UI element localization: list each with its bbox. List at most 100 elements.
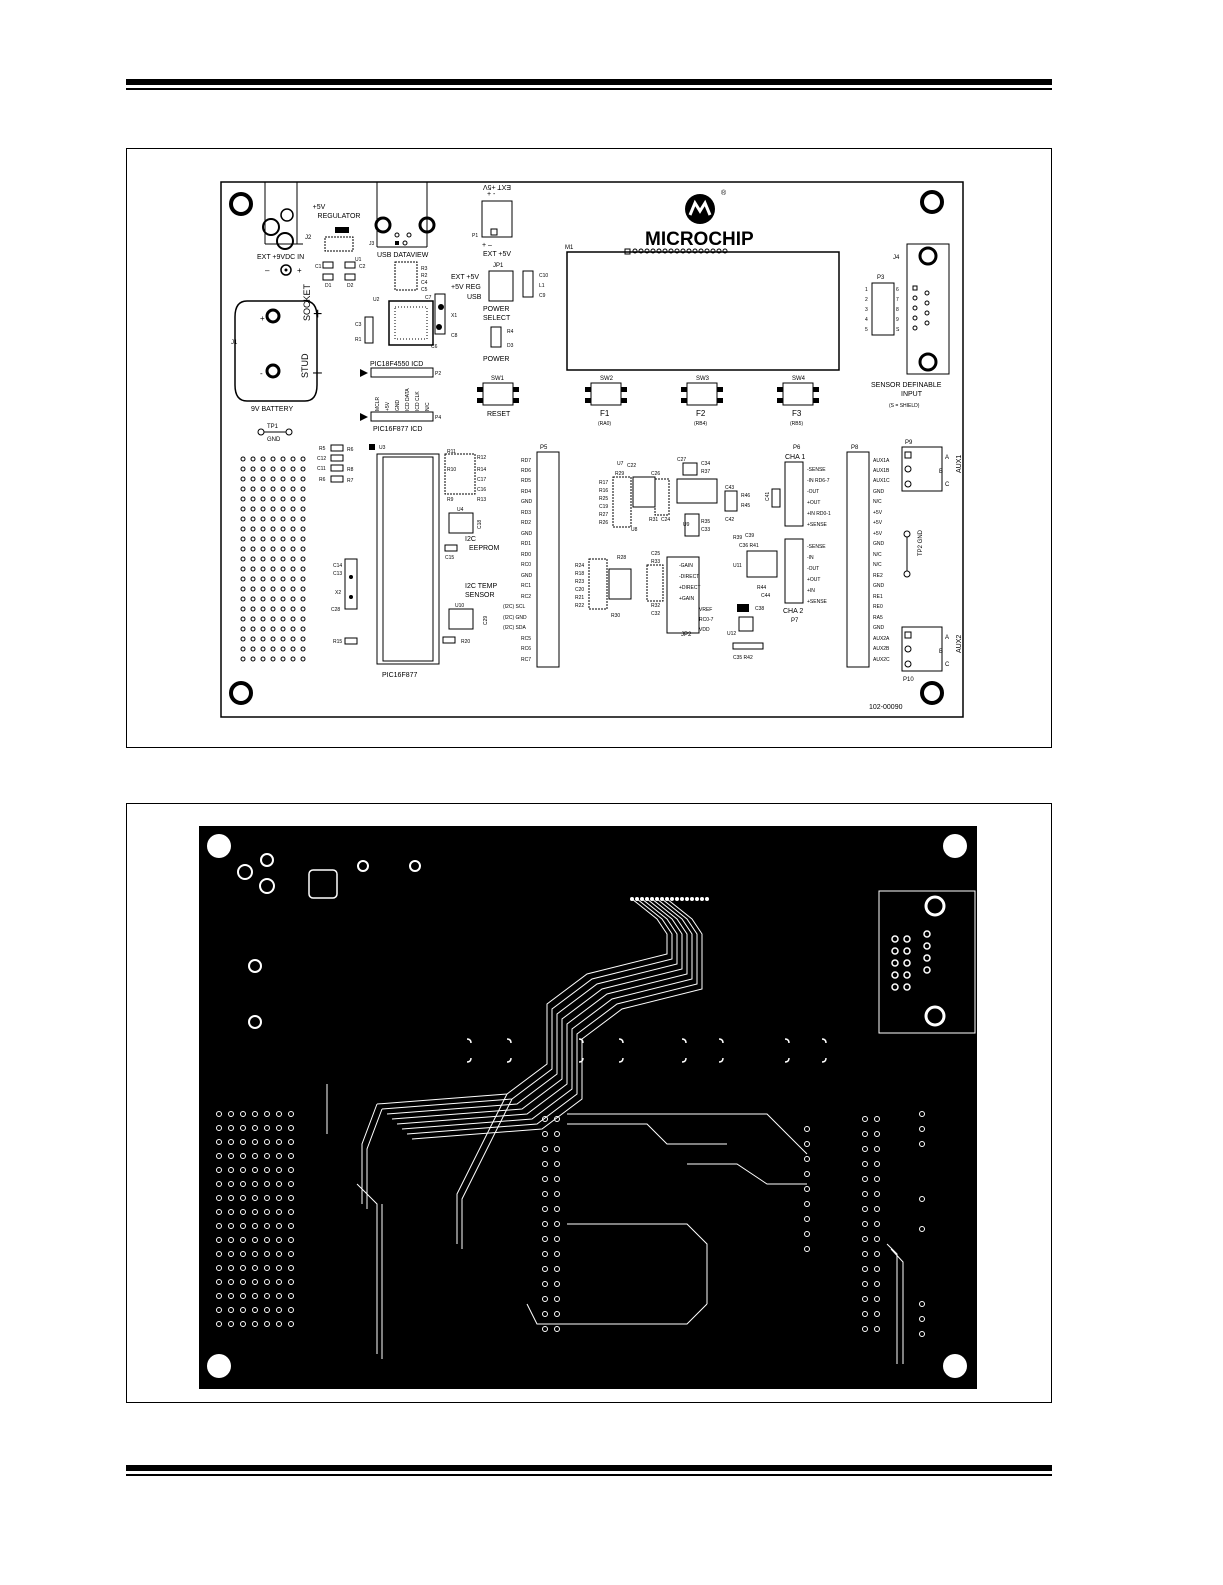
ext-9v-label: EXT +9VDC IN xyxy=(257,254,304,261)
svg-text:-DIRECT: -DIRECT xyxy=(679,574,699,580)
svg-text:R18: R18 xyxy=(575,571,584,577)
svg-text:+OUT: +OUT xyxy=(807,500,820,506)
svg-text:N/C: N/C xyxy=(425,402,431,411)
svg-text:GND: GND xyxy=(267,437,281,443)
svg-text:GND: GND xyxy=(873,625,885,631)
bottom-copper-panel xyxy=(126,803,1052,1403)
svg-text:R45: R45 xyxy=(741,503,750,509)
svg-text:R33: R33 xyxy=(651,559,660,565)
svg-text:X1: X1 xyxy=(451,313,457,319)
svg-text:P7: P7 xyxy=(791,618,799,624)
svg-text:MCLR: MCLR xyxy=(375,396,381,411)
svg-text:R6: R6 xyxy=(319,477,326,483)
svg-text:C29: C29 xyxy=(483,616,489,625)
svg-text:R8: R8 xyxy=(347,467,354,473)
svg-text:U1: U1 xyxy=(355,257,362,263)
svg-text:RD5: RD5 xyxy=(521,478,531,484)
svg-text:R32: R32 xyxy=(651,603,660,609)
svg-text:+GAIN: +GAIN xyxy=(679,596,695,602)
svg-text:GND: GND xyxy=(521,531,533,537)
svg-text:A: A xyxy=(945,455,949,461)
top-silkscreen-drawing: J2 EXT +9VDC IN – + +5V REGULATOR U1 C1 … xyxy=(220,181,964,718)
svg-text:C18: C18 xyxy=(477,520,483,529)
svg-text:(S = SHIELD): (S = SHIELD) xyxy=(889,403,920,409)
svg-text:TP2 GND: TP2 GND xyxy=(918,529,924,556)
svg-text:GND: GND xyxy=(521,499,533,505)
svg-text:RE1: RE1 xyxy=(873,594,883,600)
tp2-gnd: TP2 GND xyxy=(903,529,924,578)
svg-text:(I2C) SCL: (I2C) SCL xyxy=(503,604,525,610)
svg-text:(I2C) SDA: (I2C) SDA xyxy=(503,625,526,631)
regulator-label: +5V xyxy=(313,204,326,211)
svg-text:SW3: SW3 xyxy=(696,376,710,382)
battery-label: 9V BATTERY xyxy=(251,406,293,413)
svg-text:R17: R17 xyxy=(599,480,608,486)
svg-text:R4: R4 xyxy=(507,329,514,335)
svg-text:SW4: SW4 xyxy=(792,376,806,382)
usb-connector: J3 USB DATAVIEW xyxy=(369,182,436,259)
svg-text:C32: C32 xyxy=(651,611,660,617)
bottom-copper-drawing xyxy=(199,826,977,1389)
header-pads xyxy=(542,1111,925,1337)
svg-text:-: - xyxy=(260,369,263,378)
mounting-holes xyxy=(229,190,944,705)
svg-text:R31: R31 xyxy=(649,517,658,523)
j2-power-jack: J2 EXT +9VDC IN – + xyxy=(257,182,312,276)
svg-text:C39: C39 xyxy=(745,533,754,539)
svg-text:U8: U8 xyxy=(631,527,638,533)
svg-text:D1: D1 xyxy=(325,283,332,289)
svg-text:SW2: SW2 xyxy=(600,376,614,382)
svg-text:R28: R28 xyxy=(617,555,626,561)
pic16-icd-label: PIC16F877 ICD xyxy=(373,426,422,433)
svg-text:C16: C16 xyxy=(477,487,486,493)
p5-pin-labels: RD7 RD6 RD5 RD4 GND RD3 RD2 GND RD1 RD0 … xyxy=(503,458,533,663)
svg-text:SENSOR: SENSOR xyxy=(465,592,495,599)
svg-text:C11: C11 xyxy=(317,466,326,472)
svg-text:C26: C26 xyxy=(651,471,660,477)
p5-header: P5 RD7 RD6 RD5 RD4 GND RD3 RD2 GND RD1 R… xyxy=(503,445,560,668)
svg-text:4: 4 xyxy=(865,317,868,323)
svg-text:USB: USB xyxy=(467,294,482,301)
pic18-icd-label: PIC18F4550 ICD xyxy=(370,361,423,368)
svg-text:R23: R23 xyxy=(575,579,584,585)
svg-text:R29: R29 xyxy=(615,471,624,477)
svg-text:C: C xyxy=(945,482,950,488)
svg-text:N/C: N/C xyxy=(873,499,882,505)
svg-text:+IN: +IN xyxy=(807,588,815,594)
svg-text:+: + xyxy=(297,266,302,275)
svg-text:R26: R26 xyxy=(599,520,608,526)
svg-text:RD6: RD6 xyxy=(521,468,531,474)
svg-text:J3: J3 xyxy=(369,241,375,247)
svg-text:D2: D2 xyxy=(347,283,354,289)
svg-text:U4: U4 xyxy=(457,507,464,513)
p10-aux2: ABC AUX2 P10 xyxy=(901,626,963,683)
svg-text:(I2C) GND: (I2C) GND xyxy=(503,615,527,621)
svg-text:R11: R11 xyxy=(447,449,456,455)
svg-text:F1: F1 xyxy=(600,409,610,418)
svg-text:RC7: RC7 xyxy=(521,657,531,663)
svg-text:-OUT: -OUT xyxy=(807,489,819,495)
svg-text:ICD DATA: ICD DATA xyxy=(405,388,411,411)
svg-text:R27: R27 xyxy=(599,512,608,518)
svg-text:AUX2B: AUX2B xyxy=(873,646,890,652)
svg-text:®: ® xyxy=(721,189,727,197)
microchip-logo: ® MICROCHIP xyxy=(645,189,754,250)
svg-text:VREF: VREF xyxy=(699,607,712,613)
svg-text:SENSOR DEFINABLE: SENSOR DEFINABLE xyxy=(871,382,942,389)
svg-text:RC2: RC2 xyxy=(521,594,531,600)
board-outline xyxy=(220,181,964,718)
svg-text:N/C: N/C xyxy=(873,562,882,568)
svg-text:RESET: RESET xyxy=(487,411,511,418)
svg-text:R3: R3 xyxy=(421,266,428,272)
svg-text:RA5: RA5 xyxy=(873,615,883,621)
svg-text:+OUT: +OUT xyxy=(807,577,820,583)
svg-text:AUX2: AUX2 xyxy=(956,635,963,653)
svg-text:RD7: RD7 xyxy=(521,458,531,464)
svg-text:INPUT: INPUT xyxy=(901,391,923,398)
svg-text:3: 3 xyxy=(865,307,868,313)
svg-text:R44: R44 xyxy=(757,585,766,591)
svg-text:C20: C20 xyxy=(575,587,584,593)
